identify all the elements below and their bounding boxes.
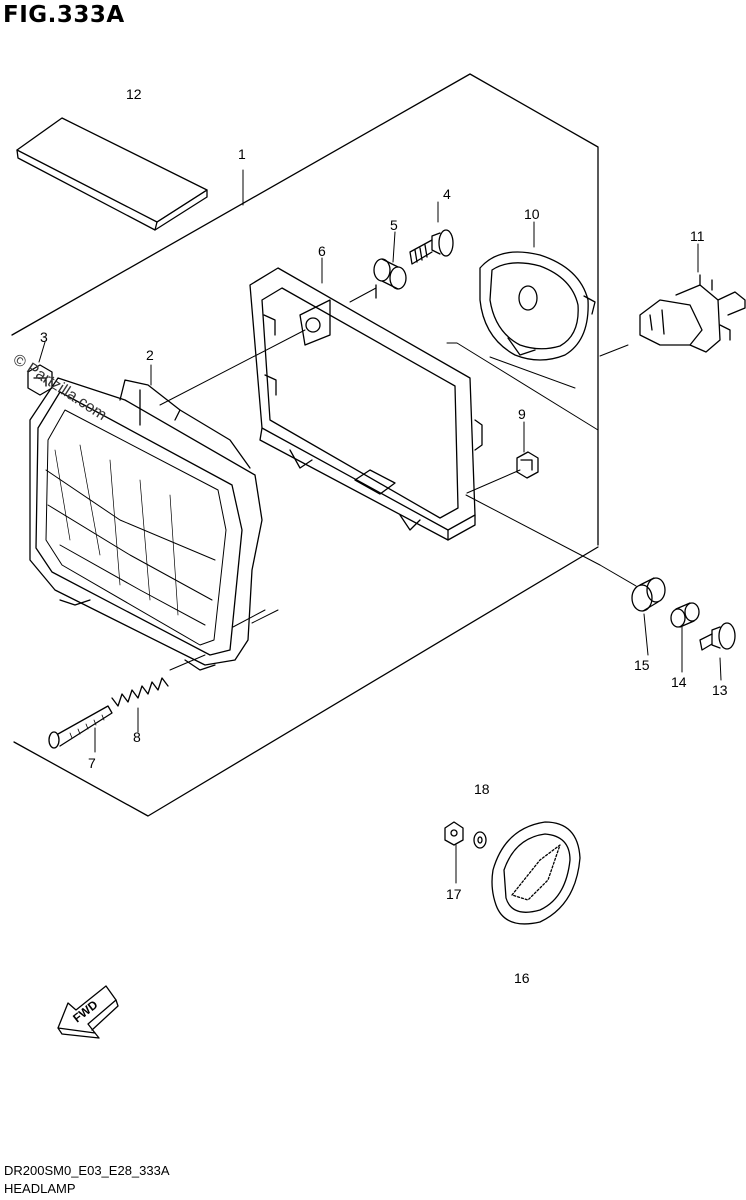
part-headlamp-frame [249, 267, 483, 541]
part-label-sheet [16, 117, 208, 231]
callout-13: 13 [712, 682, 728, 698]
part-socket-cover [479, 251, 596, 361]
part-bolt-lower [699, 622, 736, 651]
part-nut [516, 451, 539, 479]
part-nut-small [444, 821, 464, 846]
callout-16: 16 [514, 970, 530, 986]
part-clip-nut [27, 364, 53, 396]
part-grommet-lower [631, 577, 666, 612]
callout-4: 4 [443, 186, 451, 202]
callout-2: 2 [146, 347, 154, 363]
callout-7: 7 [88, 755, 96, 771]
leader-lines [38, 169, 722, 884]
part-emblem-cap [491, 821, 581, 925]
callout-15: 15 [634, 657, 650, 673]
part-spring [111, 677, 169, 707]
model-code: DR200SM0_E03_E28_333A [4, 1163, 170, 1178]
callout-14: 14 [671, 674, 687, 690]
callout-10: 10 [524, 206, 540, 222]
callout-18: 18 [474, 781, 490, 797]
part-headlamp-unit [29, 377, 263, 671]
figure-title: FIG.333A [3, 2, 125, 28]
part-collar [670, 602, 700, 628]
part-adjuster-screw [48, 705, 113, 749]
callout-8: 8 [133, 729, 141, 745]
callout-12: 12 [126, 86, 142, 102]
part-grommet [373, 258, 407, 299]
callout-5: 5 [390, 217, 398, 233]
fwd-arrow-icon [57, 985, 119, 1039]
callout-17: 17 [446, 886, 462, 902]
part-headlamp-bulb [639, 274, 746, 353]
part-washer [473, 831, 487, 849]
callout-1: 1 [238, 146, 246, 162]
assembly-outline [11, 73, 599, 817]
callout-6: 6 [318, 243, 326, 259]
callout-11: 11 [690, 228, 705, 244]
watermark: © Partzilla.com [10, 351, 110, 424]
callout-3: 3 [40, 329, 48, 345]
section-name: HEADLAMP [4, 1181, 76, 1196]
part-bolt [409, 229, 454, 265]
callout-9: 9 [518, 406, 526, 422]
